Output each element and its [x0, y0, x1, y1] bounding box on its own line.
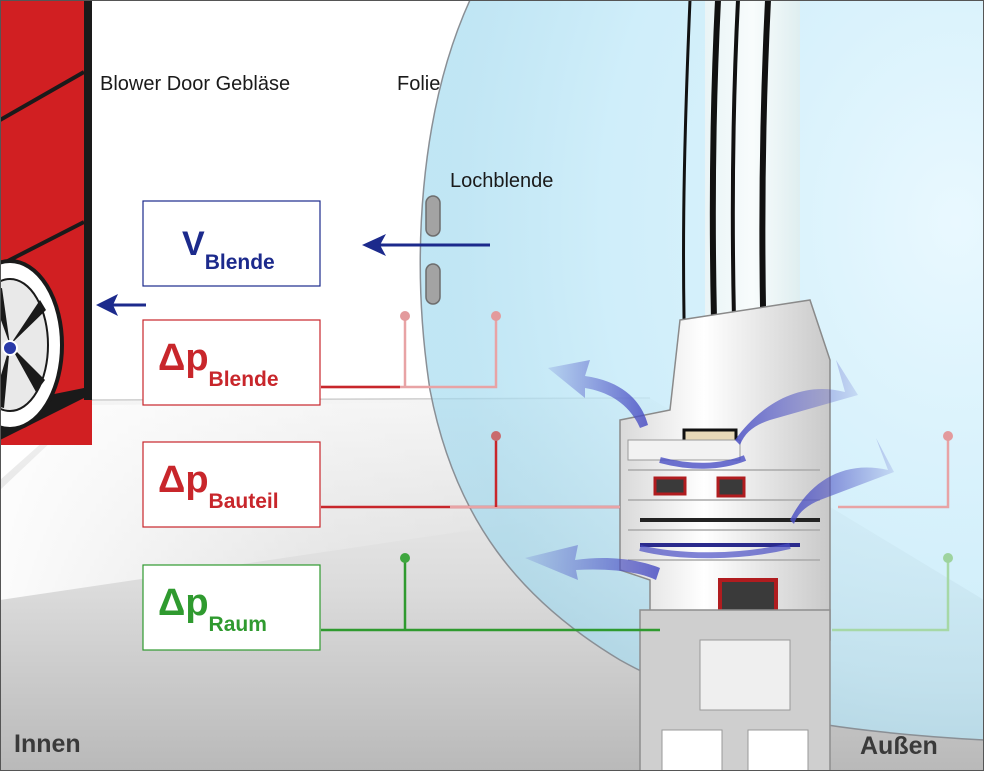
dp-raum-subscript: Raum: [209, 613, 267, 636]
svg-text:ΔpBauteil: ΔpBauteil: [158, 459, 279, 513]
box-v-blende: VBlende: [142, 200, 321, 287]
label-lochblende: Lochblende: [450, 170, 553, 192]
window-profile: [619, 0, 831, 771]
flow-arrow-lochblende: [362, 234, 490, 256]
svg-text:ΔpRaum: ΔpRaum: [158, 582, 267, 636]
label-aussen: Außen: [860, 732, 938, 760]
dp-bauteil-subscript: Bauteil: [209, 490, 279, 513]
svg-text:ΔpBlende: ΔpBlende: [158, 337, 279, 391]
delta-p-symbol: Δp: [158, 582, 209, 624]
box-dp-bauteil: ΔpBauteil: [142, 441, 321, 528]
airflow-arrows: [525, 360, 894, 580]
delta-p-symbol: Δp: [158, 337, 209, 379]
blower-door-fan: [0, 0, 92, 445]
label-blower-door: Blower Door Gebläse: [100, 73, 290, 95]
box-dp-blende: ΔpBlende: [142, 319, 321, 406]
flow-arrow-blower: [96, 294, 146, 316]
label-folie: Folie: [397, 73, 440, 95]
orifice-plate: [425, 195, 441, 305]
svg-text:VBlende: VBlende: [182, 225, 275, 274]
pressure-line-blende: [321, 311, 501, 389]
dp-blende-subscript: Blende: [209, 368, 279, 391]
v-symbol: V: [182, 225, 205, 263]
pressure-line-bauteil: [321, 431, 953, 509]
delta-p-symbol: Δp: [158, 459, 209, 501]
box-dp-raum: ΔpRaum: [142, 564, 321, 651]
v-subscript: Blende: [205, 251, 275, 274]
pressure-line-raum: [321, 553, 953, 632]
label-innen: Innen: [14, 730, 81, 758]
fan-blades-icon: [0, 288, 46, 408]
